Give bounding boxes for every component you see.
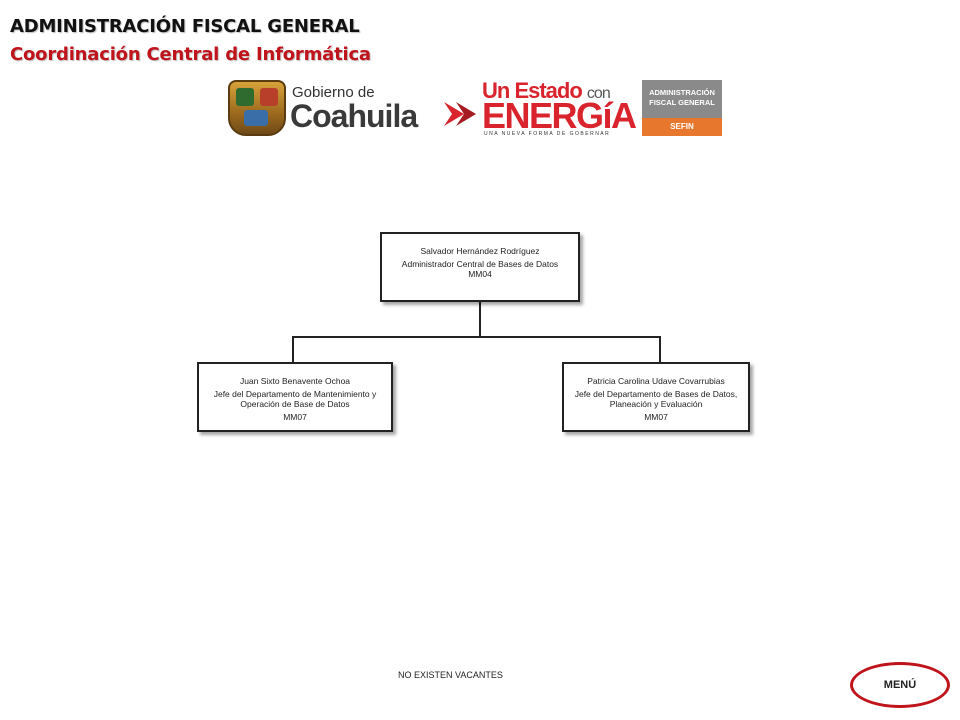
org-node-administrador-central: Salvador Hernández Rodríguez Administrad… <box>380 232 580 302</box>
menu-button[interactable]: MENÚ <box>850 662 950 708</box>
org-node-mantenimiento: Juan Sixto Benavente Ochoa Jefe del Depa… <box>197 362 393 432</box>
org-node-planeacion: Patricia Carolina Udave Covarrubias Jefe… <box>562 362 750 432</box>
coahuila-shield-icon <box>228 80 286 136</box>
connector-right-down <box>659 336 661 364</box>
page-subtitle: Coordinación Central de Informática <box>10 44 371 65</box>
node-name: Patricia Carolina Udave Covarrubias <box>587 376 725 386</box>
node-code: MM04 <box>468 269 492 279</box>
connector-horizontal <box>292 336 661 338</box>
page-title: ADMINISTRACIÓN FISCAL GENERAL <box>10 16 360 37</box>
energia-logo-main-text: ENERGíA <box>482 95 637 136</box>
coahuila-logo-big-text: Coahuila <box>290 98 418 134</box>
coahuila-logo-small-text: Gobierno de <box>292 84 375 101</box>
vacancies-note: NO EXISTEN VACANTES <box>398 670 503 680</box>
node-code: MM07 <box>644 412 668 422</box>
node-role: Jefe del Departamento de Bases de Datos,… <box>574 389 738 409</box>
connector-left-down <box>292 336 294 364</box>
energia-logo-top-text: Un Estado con <box>482 78 611 103</box>
node-role: Administrador Central de Bases de Datos <box>401 259 559 269</box>
sefin-logo-tag: SEFIN <box>642 118 722 136</box>
energia-logo-tagline: UNA NUEVA FORMA DE GOBERNAR <box>484 131 611 137</box>
gobierno-coahuila-logo: Gobierno de Coahuila <box>228 76 422 138</box>
estado-energia-logo: Un Estado con ENERGíA UNA NUEVA FORMA DE… <box>442 76 637 138</box>
energia-arrow-icon <box>444 102 476 126</box>
node-code: MM07 <box>283 412 307 422</box>
node-name: Juan Sixto Benavente Ochoa <box>239 376 351 386</box>
node-name: Salvador Hernández Rodríguez <box>420 246 540 256</box>
connector-root-down <box>479 302 481 338</box>
node-role: Jefe del Departamento de Mantenimiento y… <box>213 389 377 409</box>
